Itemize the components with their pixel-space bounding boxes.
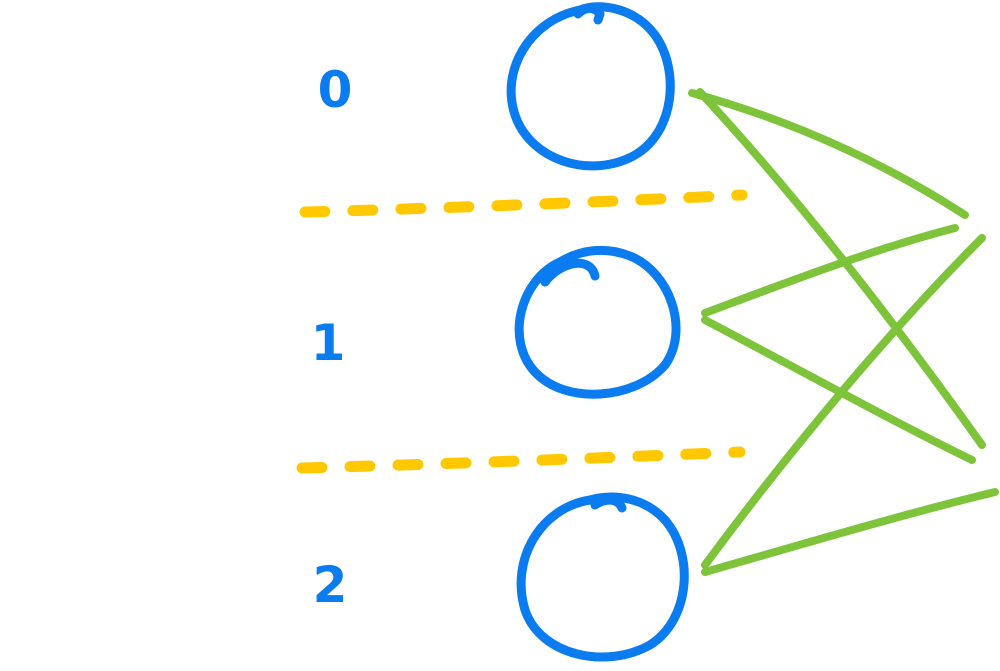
edge-2-bottom xyxy=(701,488,999,576)
separator-line-bottom xyxy=(296,446,746,474)
edge-0-long xyxy=(696,88,986,449)
node-label-2: 2 xyxy=(312,556,348,614)
edge-2-long xyxy=(701,234,986,569)
node-label-0: 0 xyxy=(317,61,353,119)
node-circles xyxy=(506,2,689,662)
edges xyxy=(688,88,999,576)
node-label-1: 1 xyxy=(310,314,346,372)
node-circle-0 xyxy=(506,2,675,171)
node-circle-0-flick xyxy=(573,3,605,25)
node-circle-2 xyxy=(516,492,689,662)
node-circle-1 xyxy=(514,245,681,399)
separator-line-top xyxy=(299,189,748,218)
separators xyxy=(296,189,748,474)
node-circle-1-flick xyxy=(540,258,600,287)
node-circle-2-flick xyxy=(590,495,627,513)
edge-0-top xyxy=(688,89,969,219)
edge-1-up xyxy=(701,224,959,317)
